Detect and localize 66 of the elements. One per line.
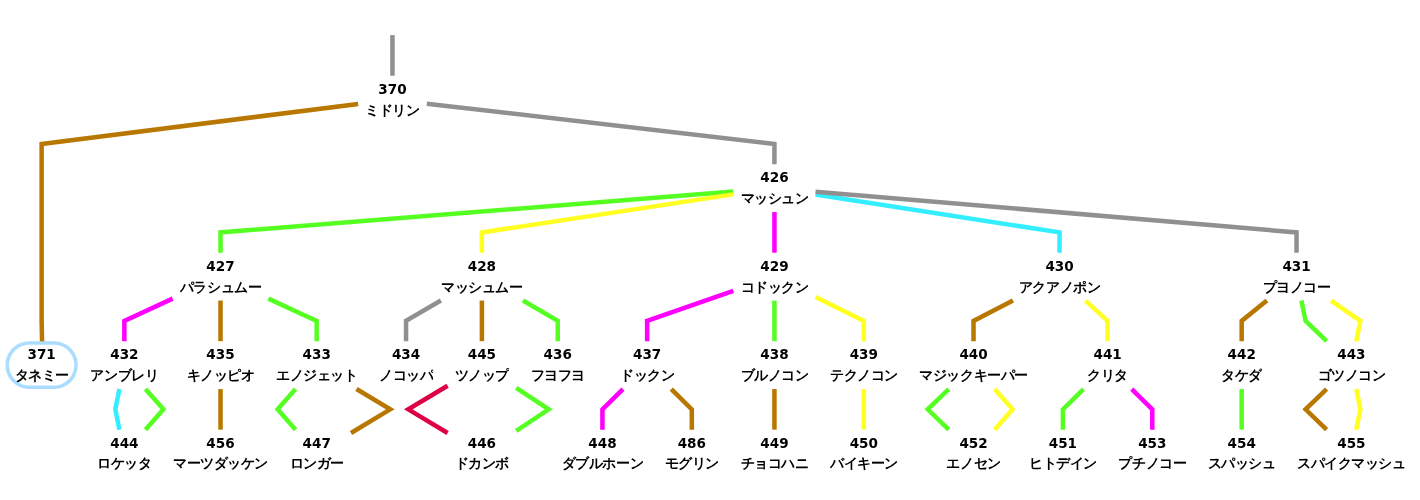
node-text: 429 コドックン [740,258,809,295]
connector [1060,387,1085,430]
connector [772,389,777,430]
connector [1130,387,1155,430]
node-text: 427 パラシュムー [179,258,262,295]
node-text: 486 モグリン [664,435,719,472]
node-text: 447 ロンガー [289,435,344,472]
connector [39,101,359,344]
connector [1084,298,1110,342]
node-text: 439 テクノコン [829,346,898,384]
node-text: 370 ミドリン [365,81,420,118]
connector [218,300,223,342]
node-text: 438 ブルノコン [740,346,809,384]
node-text: 441 クリタ [1087,346,1128,384]
connector [122,296,174,342]
node-text: 443 ゴツノコン [1317,346,1386,384]
node-text: 437 ドックン [620,346,675,384]
connector [815,189,1299,253]
connector [1354,388,1363,431]
node-text: 434 ノコッパ [378,346,434,384]
connector [218,189,734,253]
connector [267,296,319,342]
connector [479,300,485,342]
node-text: 446 ドカンボ [454,435,509,472]
connector [1239,389,1244,430]
connector [815,192,1062,253]
node-text: 440 マジックキーパー [919,346,1028,384]
connector [113,388,122,431]
connector [861,389,867,430]
node-text: 371 タネミー [14,346,69,384]
node-text: 452 エノセン [946,435,1001,472]
node-text: 445 ツノップ [454,346,509,384]
connector [772,300,777,342]
node-text: 448 ダブルホーン [561,435,644,472]
connector [479,192,734,253]
connector [1299,300,1329,343]
connector [521,298,560,342]
node-text: 436 フヨフヨ [530,346,585,384]
connector [971,298,1015,342]
node-text: 450 バイキーン [829,435,898,472]
node-text: 449 チョコハニ [740,435,809,472]
connector [426,101,777,165]
node-text: 444 ロケッタ [97,435,152,472]
connector [669,387,695,430]
connector [1329,298,1363,342]
node-text: 433 エノジェット [276,346,358,384]
node-text: 426 マッシュン [740,169,809,207]
node-text: 431 プヨノコー [1262,258,1331,295]
node-text: 428 マッシュムー [441,258,523,295]
node-text: 454 スパッシュ [1207,435,1276,472]
connector [403,298,442,342]
connector [218,389,223,430]
node-text: 435 キノッピオ [186,346,255,384]
connector [600,387,625,430]
connector [390,35,395,76]
node-text: 455 スパイクマッシュ [1297,435,1406,472]
connector [814,294,867,342]
node-text: 451 ヒトデイン [1029,435,1097,472]
node-text: 453 プチノコー [1118,435,1187,472]
node-text: 442 タケダ [1221,346,1262,384]
node-text: 430 アクアノポン [1018,258,1101,295]
node-text: 432 アンブレリ [90,346,159,384]
node-text: 456 マーツダッケン [173,435,268,472]
connector [772,212,777,253]
connector [644,288,735,342]
connector [1239,298,1269,342]
